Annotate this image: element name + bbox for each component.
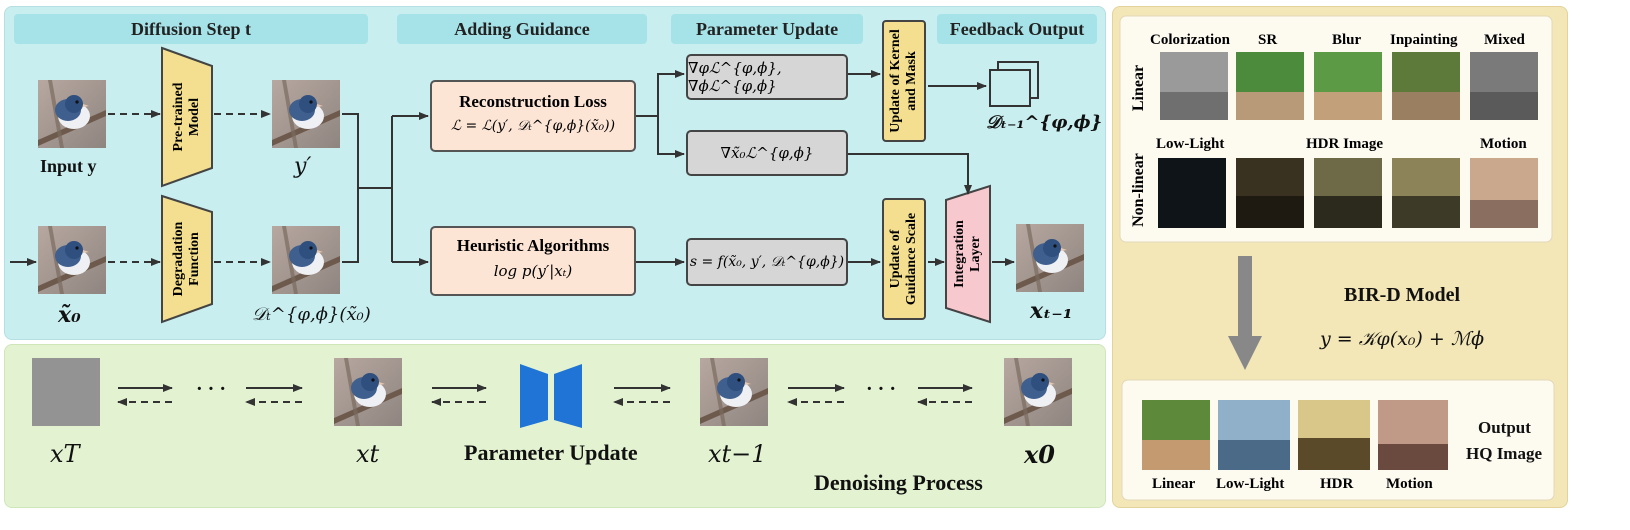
arrow-to-grad-params (657, 70, 685, 116)
cap-motion: Motion (1480, 136, 1527, 152)
out-cap-hdr: HDR (1320, 476, 1354, 492)
output-label-1: Output (1478, 418, 1531, 437)
y-prime-photo (272, 80, 340, 148)
label-y-prime: y′ (294, 154, 312, 179)
grad-params-text: ∇φℒ^{φ,ϕ}, ∇ϕℒ^{φ,ϕ} (688, 59, 782, 95)
dots-left: · · · (196, 378, 227, 400)
label-x-tilde-0: x̃₀ (58, 302, 81, 328)
label-xT: xT (50, 440, 80, 468)
header-adding-guidance: Adding Guidance (397, 14, 647, 44)
cap-blur: Blur (1332, 32, 1362, 48)
pretrained-label: Pre-trained Model (171, 82, 202, 152)
arrow-to-grad-x (657, 116, 685, 158)
grad-x-text: ∇x̃₀ℒ^{φ,ϕ} (720, 144, 814, 162)
label-input-y: Input y (40, 156, 97, 176)
out-cap-motion: Motion (1386, 476, 1433, 492)
d-of-x-photo (272, 226, 340, 294)
x-0-photo (1004, 358, 1072, 426)
nonlinear-example-images (1158, 158, 1538, 228)
model-formula: y = 𝒦φ(x₀) + ℳϕ (1320, 328, 1485, 350)
denoising-title: Denoising Process (814, 470, 983, 495)
dots-right: · · · (866, 378, 897, 400)
merge-bracket (342, 113, 359, 263)
grad-x-box: ∇x̃₀ℒ^{φ,ϕ} (686, 130, 848, 176)
x-t-minus-1-photo (1016, 224, 1084, 292)
integration-label: Integration Layer (952, 220, 983, 288)
arrow-grad-to-integration (848, 153, 972, 195)
linear-example-images (1160, 52, 1538, 120)
denoising-panel (4, 344, 1106, 508)
degradation-label: Degradation Function (171, 221, 202, 297)
guidance-scale-block: Update of Guidance Scale (882, 198, 926, 320)
feedback-square-front (989, 69, 1031, 107)
label-d-of-x: 𝒟ₜ^{φ,ϕ}(x̃₀) (252, 304, 371, 325)
x-T-photo (32, 358, 100, 426)
recon-title: Reconstruction Loss (459, 92, 607, 111)
scale-text: s = f(x̃₀, y′, 𝒟ₜ^{φ,ϕ}) (689, 254, 845, 270)
scale-box: s = f(x̃₀, y′, 𝒟ₜ^{φ,ϕ}) (686, 238, 848, 286)
label-parameter-update: Parameter Update (464, 440, 638, 465)
cap-hdr-image: HDR Image (1306, 136, 1384, 152)
model-arrow-head (1228, 336, 1262, 370)
cap-low-light: Low-Light (1156, 136, 1225, 152)
cap-sr: SR (1258, 32, 1278, 48)
out-cap-low-light: Low-Light (1216, 476, 1285, 492)
unet-right-icon (554, 364, 582, 428)
label-d-output: 𝒟ₜ₋₁^{φ,ϕ} (986, 112, 1103, 133)
label-x0: x0 (1024, 440, 1056, 469)
integration-layer-block (945, 184, 991, 324)
reconstruction-loss-box: Reconstruction Loss ℒ = ℒ(y′, 𝒟ₜ^{φ,ϕ}(x… (430, 80, 636, 152)
x-t-photo (334, 358, 402, 426)
label-xt: xt (356, 440, 380, 468)
model-title: BIR-D Model (1344, 284, 1461, 306)
heuristic-algorithms-box: Heuristic Algorithms log p(y′|xₜ) (430, 226, 636, 296)
cap-colorization: Colorization (1150, 32, 1230, 48)
output-images (1142, 400, 1448, 470)
x-tilde-photo (38, 226, 106, 294)
degradation-function-block (161, 194, 213, 324)
cap-inpainting: Inpainting (1390, 32, 1458, 48)
recon-formula: ℒ = ℒ(y′, 𝒟ₜ^{φ,ϕ}(x̃₀)) (450, 118, 616, 134)
input-y-photo (38, 80, 106, 148)
grad-params-box: ∇φℒ^{φ,ϕ}, ∇ϕℒ^{φ,ϕ} (686, 54, 848, 100)
row-nonlinear-label: Non-linear (1130, 153, 1147, 227)
heur-title: Heuristic Algorithms (456, 236, 610, 255)
out-cap-linear: Linear (1152, 476, 1196, 492)
header-feedback-output: Feedback Output (937, 14, 1097, 44)
heur-formula: log p(y′|xₜ) (493, 262, 573, 280)
label-x-t-minus-1-top: xₜ₋₁ (1030, 298, 1073, 324)
row-linear-label: Linear (1130, 64, 1147, 112)
pretrained-model-block (161, 46, 213, 188)
header-diffusion-step: Diffusion Step t (14, 14, 368, 44)
x-t1-photo (700, 358, 768, 426)
denoise-arrows (117, 384, 973, 406)
kernel-mask-block: Update of Kernel and Mask (882, 20, 926, 142)
label-xt1: xt−1 (708, 440, 767, 468)
cap-mixed: Mixed (1484, 32, 1525, 48)
header-parameter-update: Parameter Update (671, 14, 863, 44)
unet-left-icon (520, 364, 548, 428)
output-label-2: HQ Image (1466, 444, 1543, 463)
